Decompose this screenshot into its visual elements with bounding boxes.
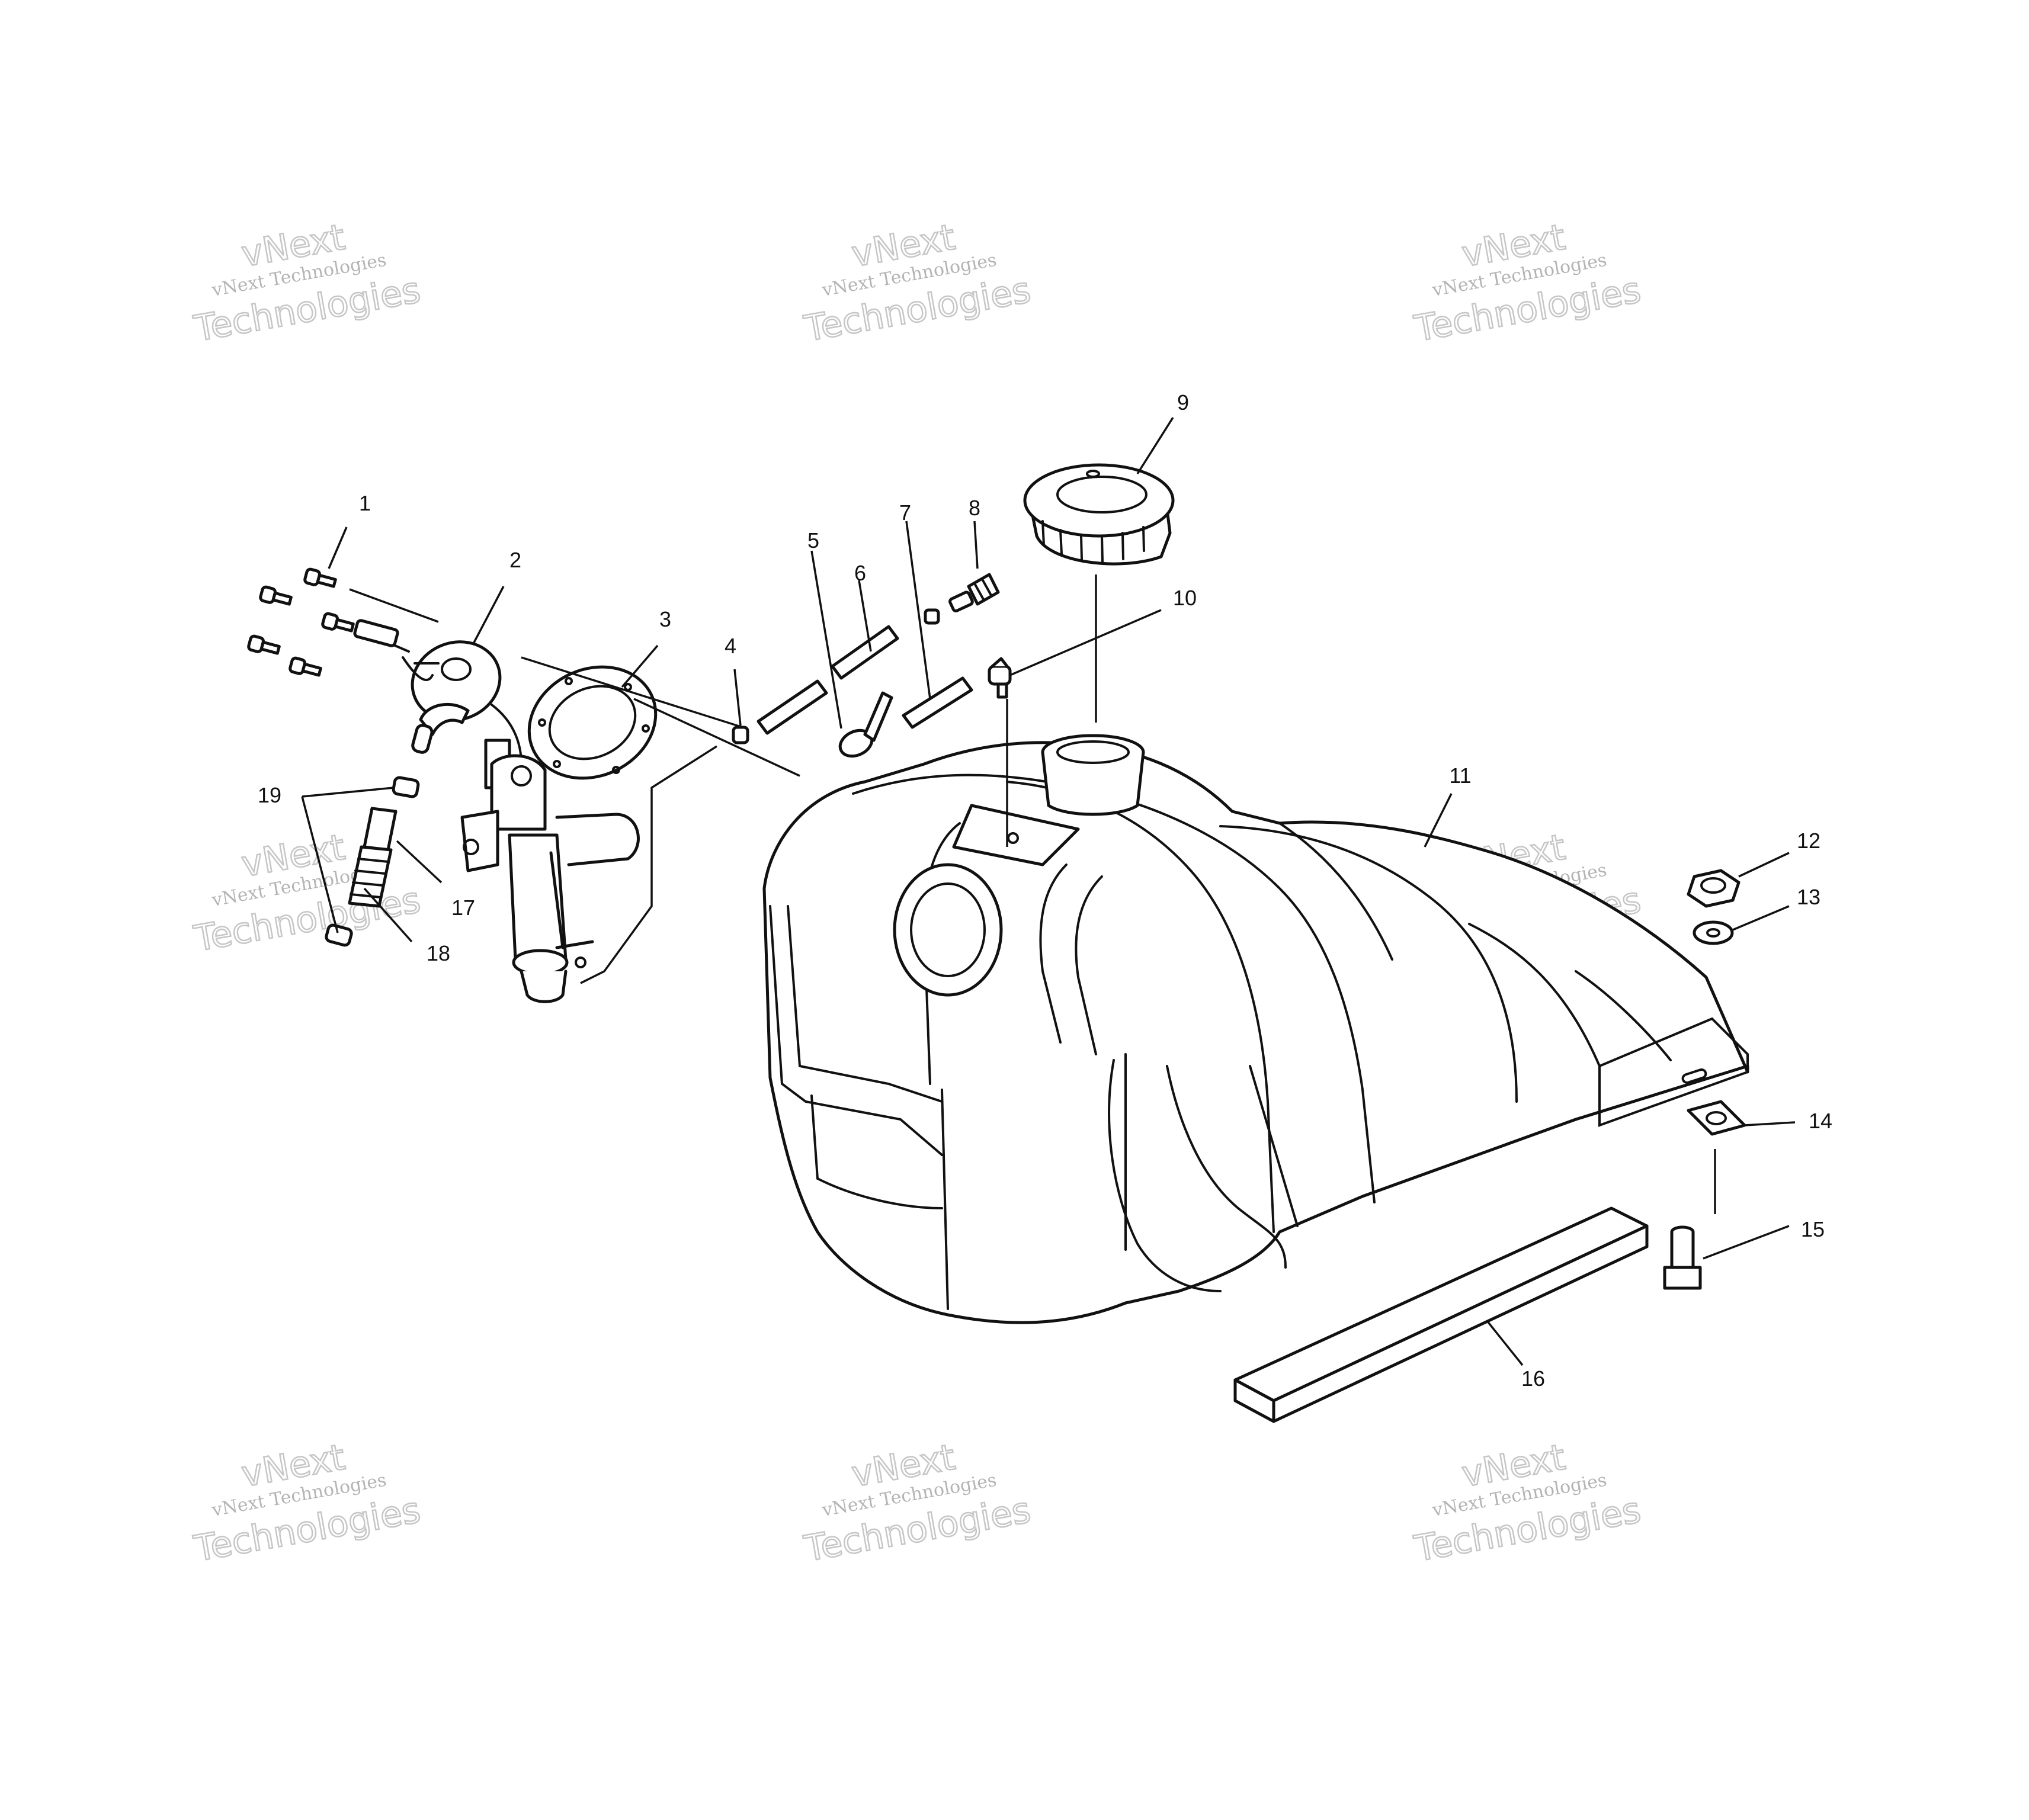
mount-plate [1687,1100,1746,1136]
watermark-top-right: vNext vNext Technologies Technologies [1411,216,1645,351]
callout-leaders [301,417,1796,1366]
gas-cap [1023,463,1175,566]
watermark-bottom-right: vNext vNext Technologies Technologies [1411,1436,1645,1571]
callout-13: 13 [1797,885,1820,909]
vent-valve [988,657,1012,699]
callout-6: 6 [854,561,866,585]
callout-4: 4 [725,634,736,658]
callout-5: 5 [807,528,819,553]
callout-3: 3 [659,607,671,631]
foam-strip [1233,1206,1649,1423]
watermark-top-left: vNext vNext Technologies Technologies [190,216,424,351]
hose-clamp [838,691,893,758]
callout-14: 14 [1809,1109,1832,1133]
callout-17: 17 [451,895,475,920]
fuel-pump-assembly [353,619,640,1003]
watermark-bottom-left: vNext vNext Technologies Technologies [190,1436,424,1571]
small-nut [924,608,940,625]
callout-9: 9 [1177,390,1189,415]
watermark-top-center: vNext vNext Technologies Technologies [800,216,1034,351]
fuel-fitting [948,573,1000,613]
callout-19: 19 [258,783,281,807]
callout-7: 7 [899,500,911,525]
callout-18: 18 [427,941,450,965]
callout-2: 2 [509,548,521,572]
callout-10: 10 [1173,586,1197,610]
assembly-lines [521,656,800,984]
callout-16: 16 [1521,1366,1545,1391]
mount-nut [1687,869,1740,908]
callout-8: 8 [969,496,980,520]
watermark-bottom-center: vNext vNext Technologies Technologies [800,1436,1034,1571]
pump-gasket [527,665,658,780]
pump-screws [247,567,355,677]
fuel-tank [762,734,1749,1324]
callout-15: 15 [1801,1217,1825,1241]
hose-connector [732,726,749,744]
fuel-hoses [757,625,973,735]
callout-12: 12 [1797,829,1820,853]
mount-bolt [1663,1225,1702,1290]
callout-1: 1 [359,491,371,515]
callout-11: 11 [1449,763,1471,788]
mount-washer [1693,920,1734,945]
